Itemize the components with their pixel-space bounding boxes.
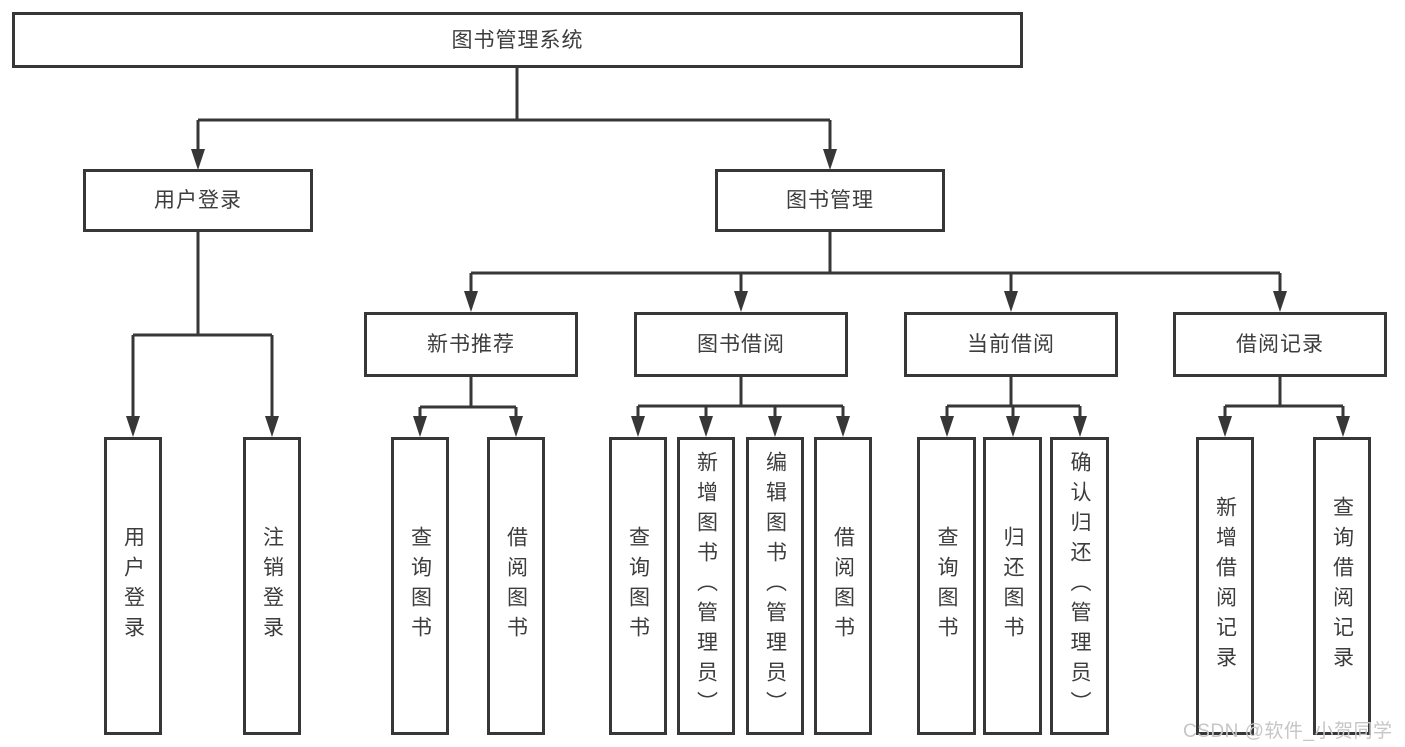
wire-user-login-branch (131, 232, 274, 420)
arrow-down-icon (509, 416, 523, 437)
arrow-down-icon (1073, 416, 1087, 437)
leaf-confirm-return-admin: 确认归还（管理员） (1050, 437, 1109, 735)
node-label: 用户登录 (121, 526, 145, 646)
wire-book-management-branch (469, 232, 1282, 295)
wire-current-borrow-branch (945, 377, 1082, 420)
arrow-down-icon (631, 416, 645, 437)
leaf-edit-book-admin: 编辑图书（管理员） (746, 437, 804, 735)
node-label: 借阅图书 (504, 526, 528, 646)
arrow-down-icon (464, 291, 478, 312)
arrow-down-icon (734, 291, 748, 312)
node-label: 确认归还（管理员） (1068, 451, 1091, 721)
node-label: 图书借阅 (697, 333, 785, 356)
arrow-down-icon (413, 416, 427, 437)
node-label: 查询图书 (626, 526, 650, 646)
leaf-query-borrow-record: 查询借阅记录 (1313, 437, 1371, 735)
node-label: 注销登录 (260, 526, 284, 646)
node-label: 用户登录 (154, 189, 242, 212)
leaf-query-book-2: 查询图书 (609, 437, 667, 735)
arrow-down-icon (265, 416, 279, 437)
arrow-down-icon (823, 149, 837, 170)
arrow-down-icon (1004, 291, 1018, 312)
node-label: 新书推荐 (427, 333, 515, 356)
node-label: 新增图书（管理员） (694, 451, 718, 721)
node-label: 查询图书 (935, 526, 958, 646)
node-book-borrow: 图书借阅 (634, 312, 848, 377)
leaf-logout: 注销登录 (243, 437, 301, 735)
node-label: 新增借阅记录 (1213, 496, 1237, 676)
arrow-down-icon (126, 416, 140, 437)
arrowheads (126, 149, 1350, 437)
leaf-query-book-1: 查询图书 (391, 437, 449, 735)
leaf-user-login: 用户登录 (104, 437, 162, 735)
arrow-down-icon (940, 416, 954, 437)
leaf-borrow-book-2: 借阅图书 (814, 437, 872, 735)
leaf-return-book: 归还图书 (983, 437, 1042, 735)
node-root-system: 图书管理系统 (12, 12, 1023, 68)
node-new-book-recommend: 新书推荐 (364, 312, 578, 377)
leaf-query-book-3: 查询图书 (917, 437, 976, 735)
node-label: 图书管理 (786, 189, 874, 212)
node-label: 图书管理系统 (451, 28, 584, 52)
leaf-borrow-book-1: 借阅图书 (487, 437, 545, 735)
wire-borrow-record-branch (1223, 377, 1345, 420)
csdn-watermark: CSDN @软件_小贺同学 (1183, 721, 1393, 742)
wire-root-to-level2 (196, 68, 832, 152)
arrow-down-icon (836, 416, 850, 437)
wire-new-book-branch (418, 377, 518, 420)
arrow-down-icon (1006, 416, 1020, 437)
arrow-down-icon (768, 416, 782, 437)
node-label: 查询借阅记录 (1330, 496, 1354, 676)
node-label: 归还图书 (1001, 526, 1024, 646)
node-label: 借阅记录 (1236, 333, 1324, 356)
arrow-down-icon (191, 149, 205, 170)
wire-book-borrow-branch (636, 377, 845, 420)
arrow-down-icon (1218, 416, 1232, 437)
node-borrow-record: 借阅记录 (1173, 312, 1387, 377)
node-label: 查询图书 (408, 526, 432, 646)
arrow-down-icon (699, 416, 713, 437)
node-user-login: 用户登录 (83, 169, 313, 232)
leaf-add-borrow-record: 新增借阅记录 (1196, 437, 1254, 735)
node-label: 借阅图书 (831, 526, 855, 646)
node-label: 当前借阅 (967, 333, 1055, 356)
node-book-management: 图书管理 (715, 169, 945, 232)
node-current-borrow: 当前借阅 (904, 312, 1118, 377)
node-label: 编辑图书（管理员） (763, 451, 787, 721)
arrow-down-icon (1336, 416, 1350, 437)
leaf-add-book-admin: 新增图书（管理员） (677, 437, 735, 735)
arrow-down-icon (1273, 291, 1287, 312)
